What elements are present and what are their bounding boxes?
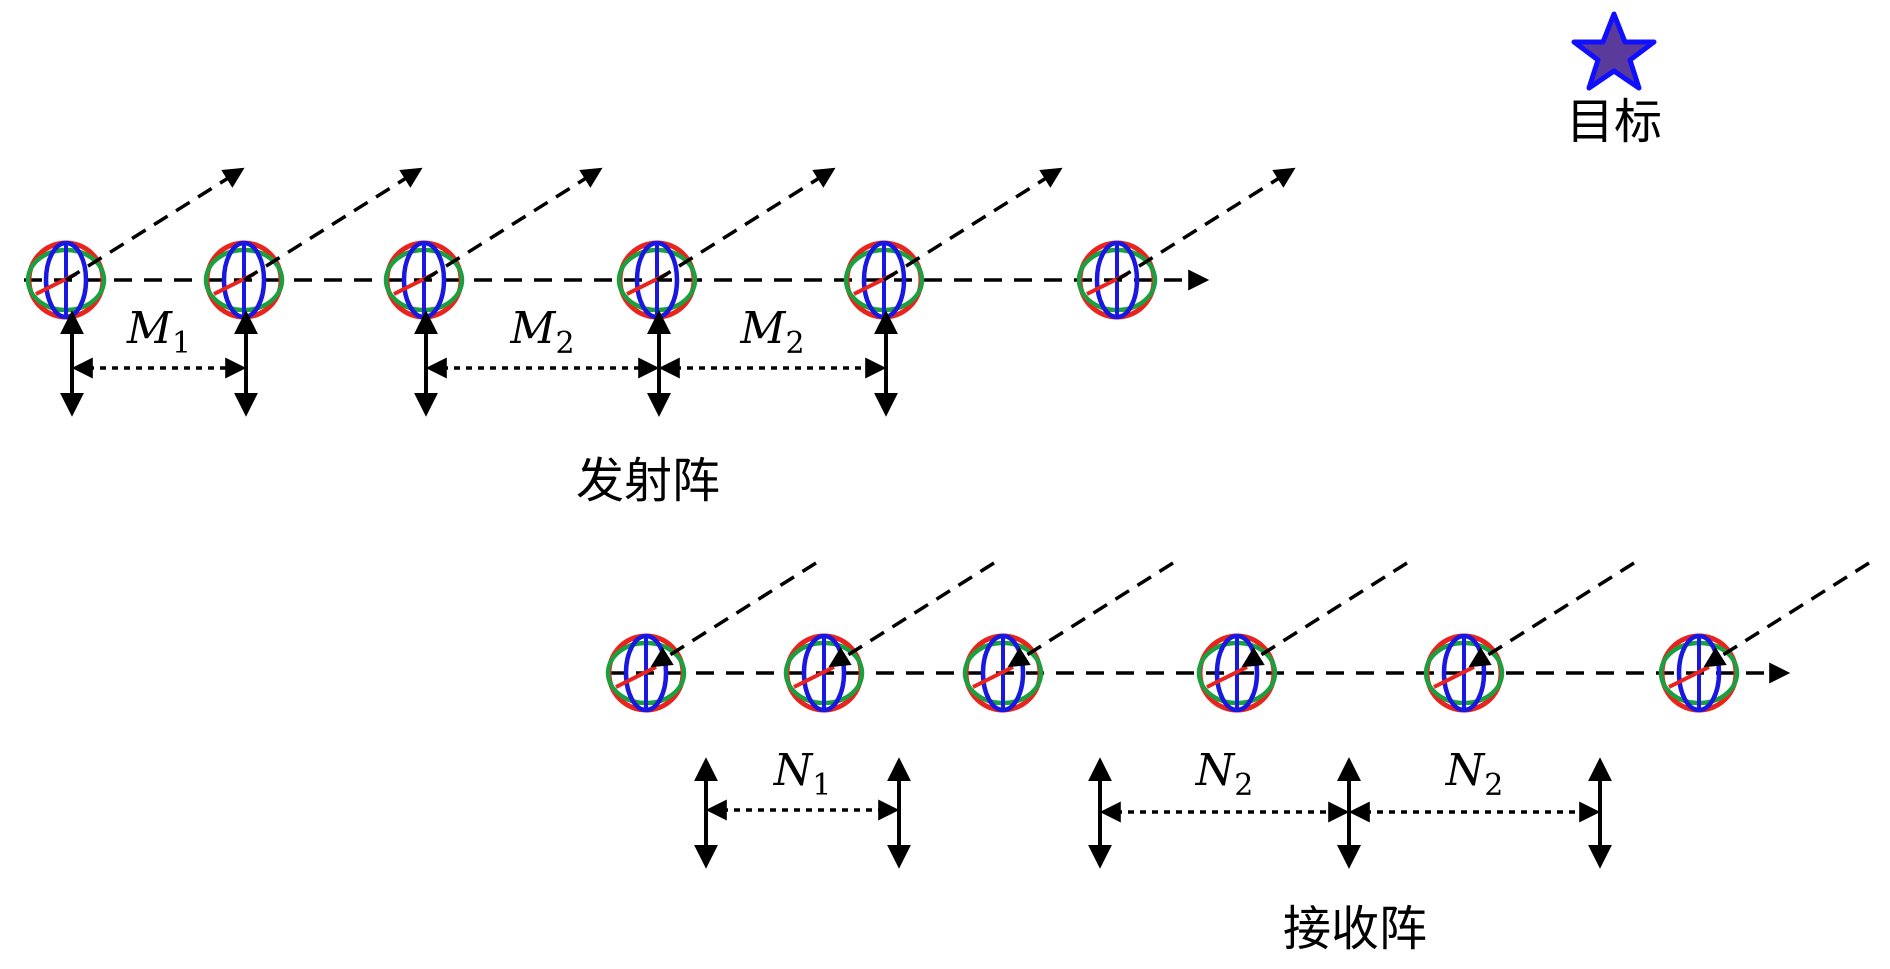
spacing-subscript: 1 — [812, 768, 831, 803]
rx-element — [962, 561, 1174, 713]
spacing-symbol: N — [1195, 745, 1236, 796]
red-stroke — [1433, 665, 1475, 689]
spacing-annotation: M2 — [414, 303, 671, 417]
transmit-ray — [65, 167, 245, 282]
rx-element — [1196, 561, 1408, 713]
tx-element — [25, 167, 245, 320]
spacing-symbol: M — [509, 303, 556, 354]
transmit-ray — [243, 167, 423, 282]
red-stroke — [1206, 665, 1248, 689]
receive-ray — [1468, 561, 1635, 668]
spacing-label: M2 — [509, 303, 574, 361]
transmit-ray — [423, 167, 603, 282]
rx-element — [1658, 561, 1870, 713]
red-stroke — [793, 665, 835, 689]
spacing-annotation: N1 — [694, 745, 911, 869]
rx-label: 接收阵 — [1283, 901, 1427, 957]
spacing-symbol: N — [773, 745, 814, 796]
tx-element — [203, 167, 423, 320]
tx-label: 发射阵 — [576, 453, 720, 509]
receive-ray — [1703, 561, 1870, 668]
star-icon — [1571, 11, 1657, 91]
receive-ray — [650, 561, 817, 668]
spacing-subscript: 1 — [172, 326, 191, 361]
spacing-label: M1 — [126, 303, 191, 361]
receive-ray — [1007, 561, 1174, 668]
spacing-annotation: M1 — [60, 303, 258, 417]
spacing-annotation: N2 — [1337, 745, 1612, 869]
spacing-subscript: 2 — [1484, 768, 1503, 803]
spacing-label: N2 — [1195, 745, 1254, 803]
tx-element — [616, 167, 836, 320]
spacing-annotation: M2 — [647, 303, 898, 417]
tx-element — [843, 167, 1063, 320]
tx-element — [1076, 167, 1296, 320]
target-label: 目标 — [1566, 94, 1662, 150]
tx-element — [383, 167, 603, 320]
transmit-ray — [656, 167, 836, 282]
transmit-ray — [883, 167, 1063, 282]
spacing-label: N2 — [1445, 745, 1504, 803]
spacing-annotation: N2 — [1088, 745, 1361, 869]
receive-ray — [1241, 561, 1408, 668]
spacing-subscript: 2 — [785, 326, 804, 361]
rx-element — [783, 561, 995, 713]
spacing-subscript: 2 — [555, 326, 574, 361]
spacing-label: M2 — [739, 303, 804, 361]
spacing-label: N1 — [773, 745, 832, 803]
red-stroke — [1668, 665, 1710, 689]
red-stroke — [972, 665, 1014, 689]
red-stroke — [615, 665, 657, 689]
spacing-symbol: M — [739, 303, 786, 354]
rx-element — [605, 561, 817, 713]
spacing-symbol: N — [1445, 745, 1486, 796]
target: 目标 — [1566, 11, 1662, 150]
spacing-symbol: M — [126, 303, 173, 354]
transmit-ray — [1116, 167, 1296, 282]
spacing-subscript: 2 — [1234, 768, 1253, 803]
receive-ray — [828, 561, 995, 668]
rx-element — [1423, 561, 1635, 713]
